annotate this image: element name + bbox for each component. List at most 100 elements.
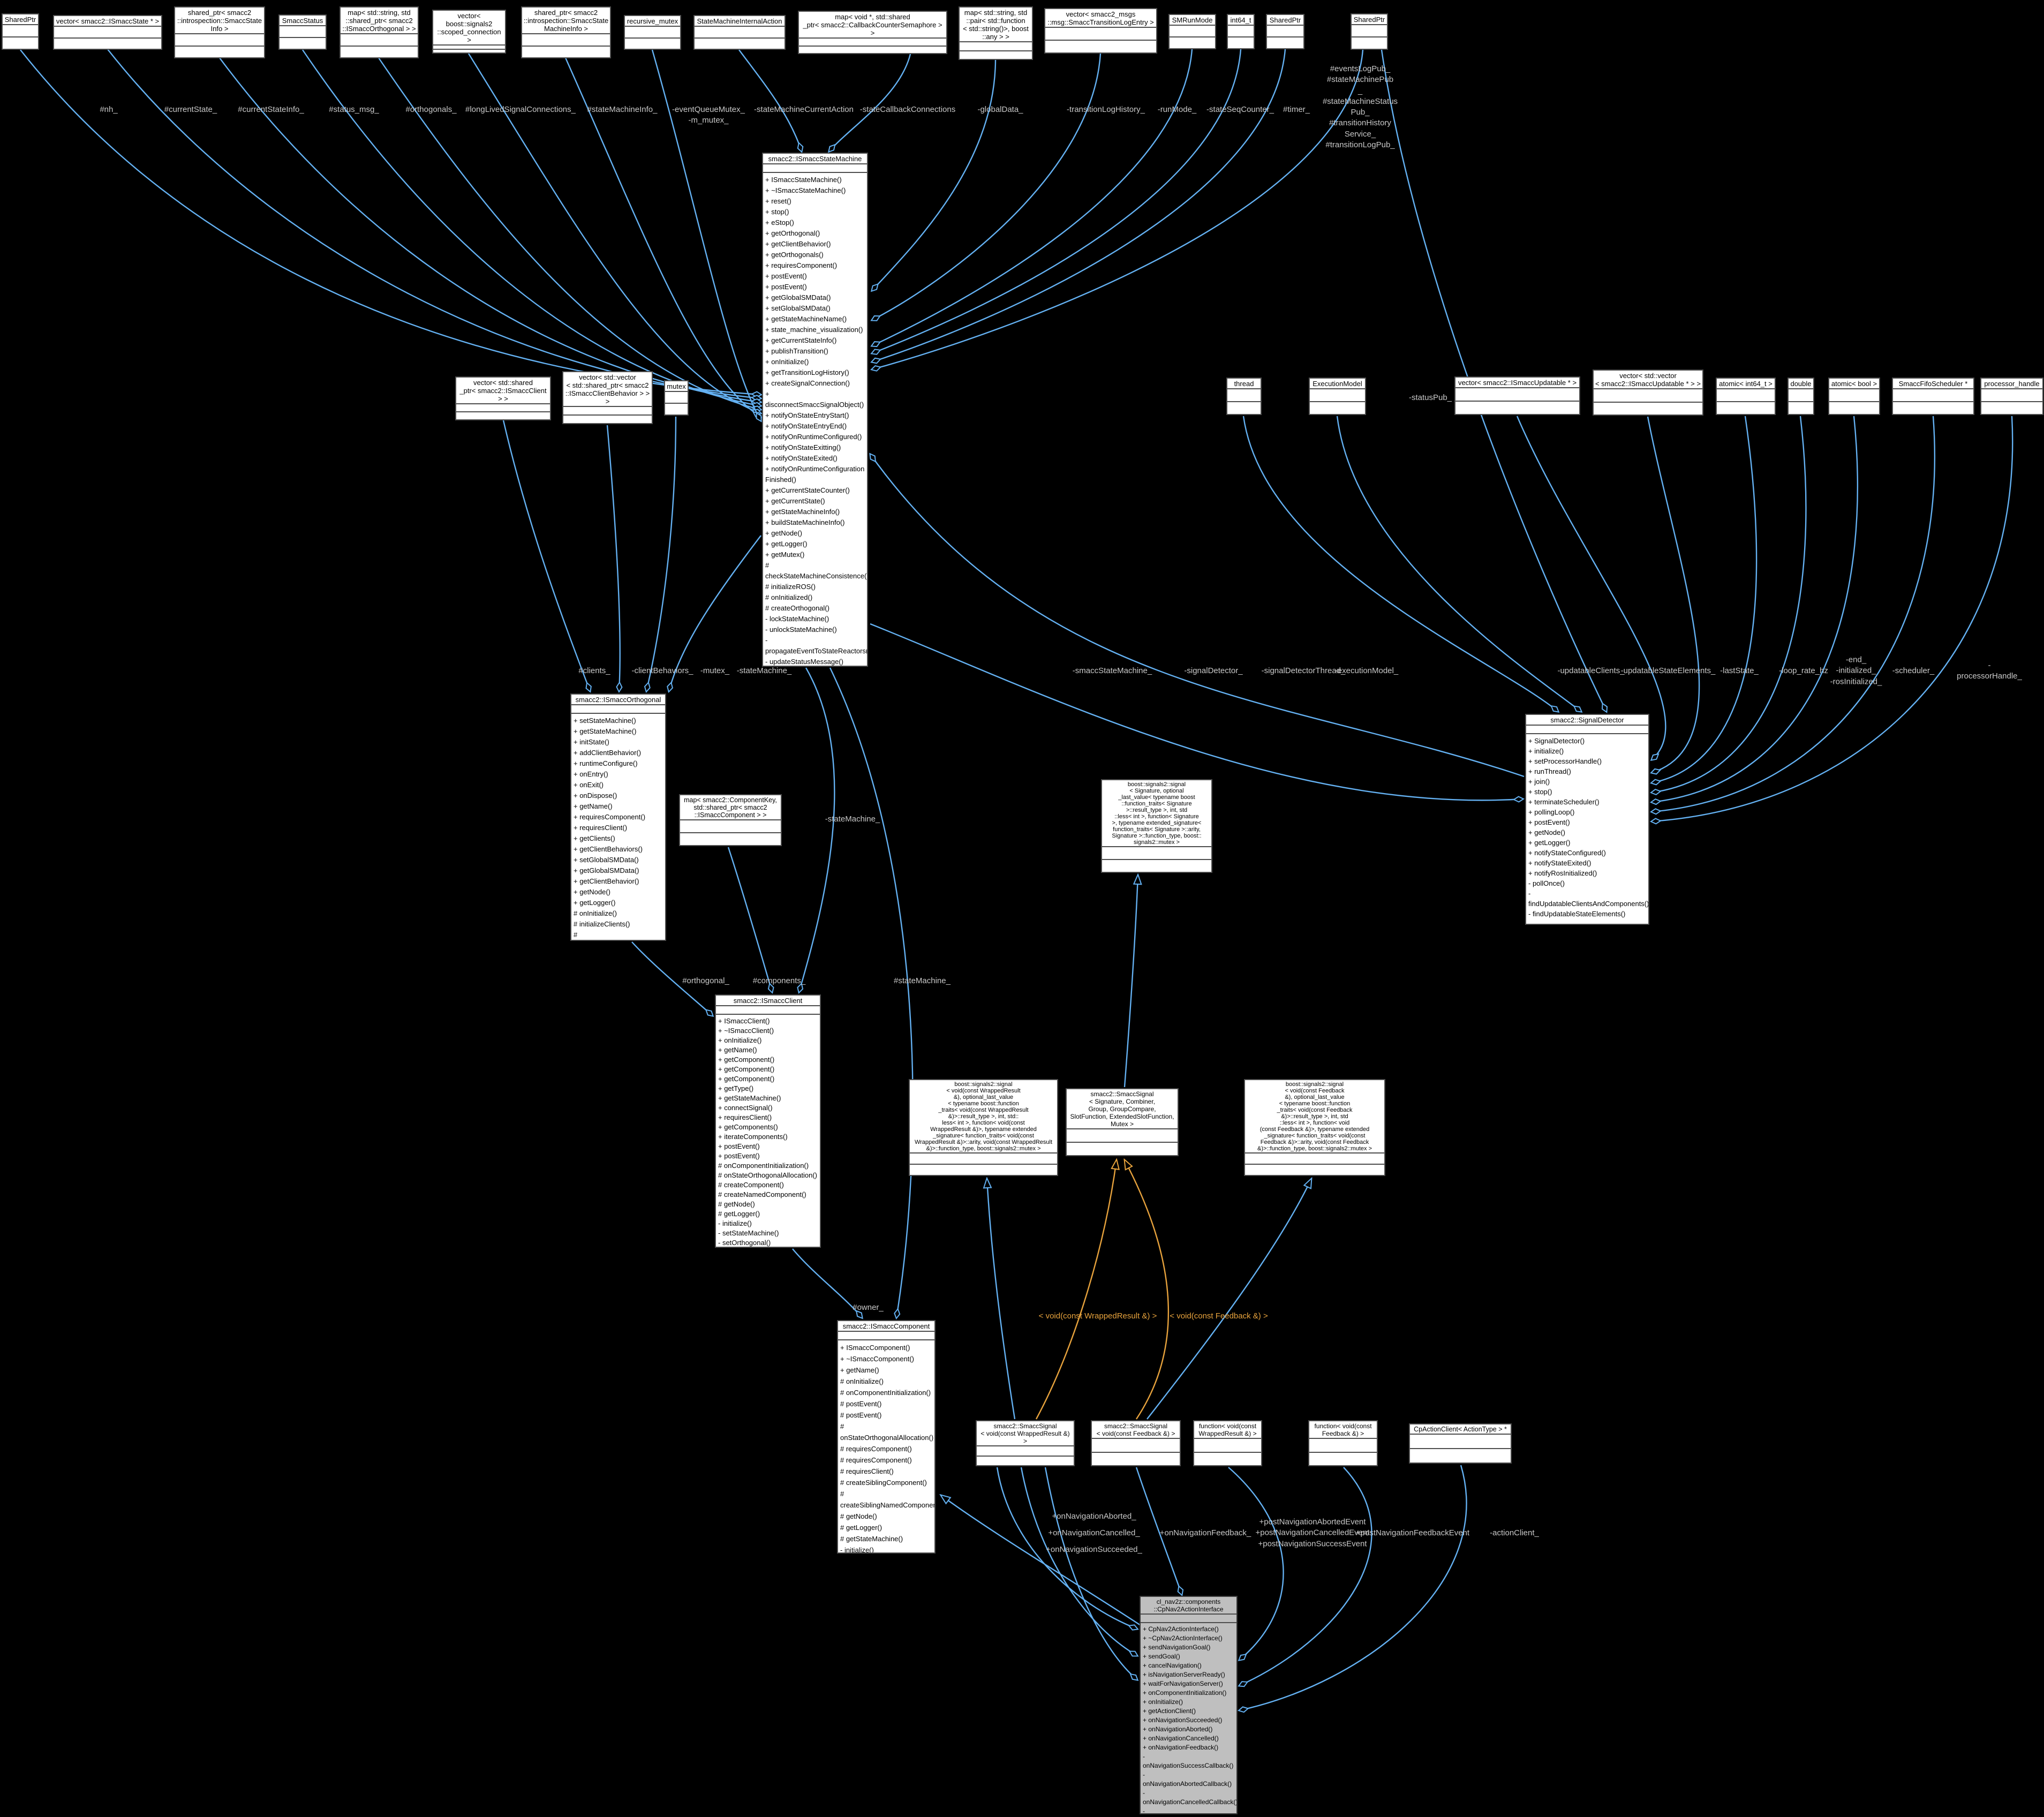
class-node-vector-vec-updatable[interactable]: vector< std::vector < smacc2::ISmaccUpda… <box>1593 370 1703 416</box>
class-node-atomic-bool[interactable]: atomic< bool > <box>1828 378 1880 415</box>
class-node-map-semaphore[interactable]: map< void *, std::shared _ptr< smacc2::C… <box>798 11 947 54</box>
class-title: shared_ptr< smacc2 ::introspection::Smac… <box>177 9 262 33</box>
class-method: + getCurrentState() <box>765 497 825 505</box>
class-title: SharedPtr <box>4 16 36 24</box>
inheritance-edge <box>941 1495 1141 1626</box>
empty-compartment <box>1981 388 2042 401</box>
class-node-map-componentkey[interactable]: map< smacc2::ComponentKey, std::shared_p… <box>679 794 782 846</box>
class-node-vector-updatable[interactable]: vector< smacc2::ISmaccUpdatable * > <box>1454 376 1580 415</box>
class-method: - pollOnce() <box>1528 879 1565 887</box>
class-node-smaccsignal-wrapped[interactable]: smacc2::SmaccSignal < void(const Wrapped… <box>976 1420 1075 1466</box>
class-node-boost-signal-wrapped[interactable]: boost::signals2::signal < void(const Wra… <box>909 1079 1058 1176</box>
member-label: < void(const Feedback &) > <box>1170 1311 1268 1321</box>
class-node-cpnav2actioninterface[interactable]: cl_nav2z::components ::CpNav2ActionInter… <box>1140 1596 1238 1814</box>
class-method: - findUpdatableClientsAndComponents() <box>1528 889 1648 908</box>
class-node-atomic-int64[interactable]: atomic< int64_t > <box>1716 378 1776 415</box>
aggregation-edge <box>872 53 1102 320</box>
class-node-smrunmode[interactable]: SMRunMode <box>1168 14 1216 49</box>
member-label: +onNavigationCancelled_ <box>1048 1528 1140 1537</box>
class-node-vector-ismaccstate[interactable]: vector< smacc2::ISmaccState * > <box>53 15 162 50</box>
member-label: -stateSeqCounter_ <box>1206 104 1274 114</box>
class-node-ismaccclient[interactable]: smacc2::ISmaccClient+ ISmaccClient()+ ~I… <box>715 994 821 1248</box>
attributes-compartment <box>716 1005 820 1014</box>
empty-compartment <box>680 832 781 845</box>
empty-compartment <box>522 45 610 58</box>
aggregation-edge <box>1336 416 1581 712</box>
class-node-sharedptr-smachineinfo[interactable]: shared_ptr< smacc2 ::introspection::Smac… <box>521 6 611 58</box>
class-node-fifoscheduler[interactable]: SmaccFifoScheduler * <box>1892 378 1974 415</box>
class-node-smaccsignal[interactable]: smacc2::SmaccSignal < Signature, Combine… <box>1066 1088 1179 1156</box>
class-method: + getOrthogonal() <box>765 229 820 237</box>
class-method: + notifyOnStateEntryEnd() <box>765 422 847 430</box>
class-method: # onInitialize() <box>840 1377 884 1385</box>
class-node-int64[interactable]: int64_t <box>1227 14 1255 49</box>
class-node-ismacccomponent[interactable]: smacc2::ISmaccComponent+ ISmaccComponent… <box>837 1320 936 1554</box>
empty-compartment <box>1352 24 1387 36</box>
class-node-cpactionclient[interactable]: CpActionClient< ActionType > * <box>1409 1423 1512 1464</box>
class-method: + connectSignal() <box>718 1104 773 1112</box>
class-method: + join() <box>1528 778 1550 786</box>
aggregation-edge <box>792 1248 862 1318</box>
member-label: -smaccStateMachine_ <box>1072 666 1152 675</box>
class-node-vector-clientbehaviors[interactable]: vector< std::vector < std::shared_ptr< s… <box>562 371 653 424</box>
member-label: -updatableClients_ <box>1557 666 1625 675</box>
aggregation-edge <box>829 54 911 152</box>
member-label: -scheduler_ <box>1892 666 1935 675</box>
class-method: + getName() <box>840 1366 879 1374</box>
class-node-thread[interactable]: thread <box>1226 378 1262 415</box>
class-method: + onInitialize() <box>718 1036 762 1044</box>
member-label: #status_msg_ <box>329 104 379 114</box>
class-node-signaldetector[interactable]: smacc2::SignalDetector+ SignalDetector()… <box>1525 714 1649 925</box>
class-method: + stop() <box>1528 788 1552 796</box>
class-node-smaccstatus[interactable]: SmaccStatus <box>278 14 327 50</box>
class-node-sharedptr-smaccstateinfo[interactable]: shared_ptr< smacc2 ::introspection::Smac… <box>174 6 265 58</box>
class-node-sharedptr-timer[interactable]: SharedPtr <box>1266 14 1304 49</box>
empty-compartment <box>695 37 785 49</box>
class-node-vector-translog[interactable]: vector< smacc2_msgs ::msg::SmaccTransiti… <box>1044 8 1157 54</box>
member-label: #stateMachineInfo_ <box>587 104 658 114</box>
class-title: vector< std::vector < std::shared_ptr< s… <box>565 373 650 405</box>
class-node-smaccsignal-feedback[interactable]: smacc2::SmaccSignal < void(const Feedbac… <box>1091 1420 1181 1466</box>
member-label: -globalData_ <box>977 104 1023 114</box>
member-label: -clientBehaviors_ <box>631 666 693 675</box>
class-node-double[interactable]: double <box>1787 378 1814 415</box>
class-method: + SignalDetector() <box>1528 737 1585 745</box>
class-node-mutex[interactable]: mutex <box>664 380 689 416</box>
class-node-recursive-mutex[interactable]: recursive_mutex <box>624 15 681 50</box>
empty-compartment <box>1194 1438 1261 1452</box>
class-node-vector-scopedconn[interactable]: vector< boost::signals2 ::scoped_connect… <box>432 10 506 54</box>
class-node-processor-handle[interactable]: processor_handle <box>1980 378 2043 415</box>
aggregation-edge <box>1044 1467 1137 1680</box>
class-node-function-feedback[interactable]: function< void(const Feedback &) > <box>1308 1420 1378 1466</box>
empty-compartment <box>1245 1152 1384 1164</box>
class-method: + postEvent() <box>765 283 807 291</box>
class-node-ismaccorthogonal[interactable]: smacc2::ISmaccOrthogonal+ setStateMachin… <box>570 693 666 941</box>
class-node-statemachineinternalaction[interactable]: StateMachineInternalAction <box>693 15 786 50</box>
class-method: + notifyRosInitialized() <box>1528 869 1597 877</box>
class-title: int64_t <box>1230 16 1251 24</box>
class-node-ismaccstatemachine[interactable]: smacc2::ISmaccStateMachine+ ISmaccStateM… <box>762 153 868 667</box>
class-title: function< void(const Feedback &) > <box>1314 1422 1372 1437</box>
class-node-map-globaldata[interactable]: map< std::string, std ::pair< std::funct… <box>959 6 1033 60</box>
class-node-map-orthogonals[interactable]: map< std::string, std ::shared_ptr< smac… <box>340 6 419 58</box>
class-method: + onInitialize() <box>765 358 809 366</box>
class-node-sharedptr-pubs[interactable]: SharedPtr <box>1351 13 1388 50</box>
class-title: atomic< int64_t > <box>1719 380 1773 388</box>
class-node-function-wrapped[interactable]: function< void(const WrappedResult &) > <box>1193 1420 1262 1466</box>
class-method: # createComponent() <box>718 1181 784 1189</box>
class-node-boost-signal-feedback[interactable]: boost::signals2::signal < void(const Fee… <box>1244 1079 1385 1176</box>
class-method: # postEvent() <box>840 1411 882 1419</box>
class-method: + getGlobalSMData() <box>574 866 639 874</box>
class-title: smacc2::SmaccSignal < void(const Wrapped… <box>980 1422 1070 1445</box>
class-node-vector-ismaccclient[interactable]: vector< std::shared _ptr< smacc2::ISmacc… <box>455 376 551 420</box>
member-label: #stateMachine_ <box>894 976 951 985</box>
class-method: + getLogger() <box>1528 839 1571 847</box>
empty-compartment <box>280 25 326 37</box>
class-node-sharedptr-nh[interactable]: SharedPtr <box>2 13 39 50</box>
class-method: + state_machine_visualization() <box>765 326 863 334</box>
class-method: + onInitialize() <box>1143 1698 1183 1706</box>
empty-compartment <box>1893 388 1973 401</box>
class-node-executionmodel[interactable]: ExecutionModel <box>1309 378 1366 415</box>
class-method: + getClientBehavior() <box>574 877 639 885</box>
class-node-boost-signal-generic[interactable]: boost::signals2::signal < Signature, opt… <box>1101 779 1212 873</box>
